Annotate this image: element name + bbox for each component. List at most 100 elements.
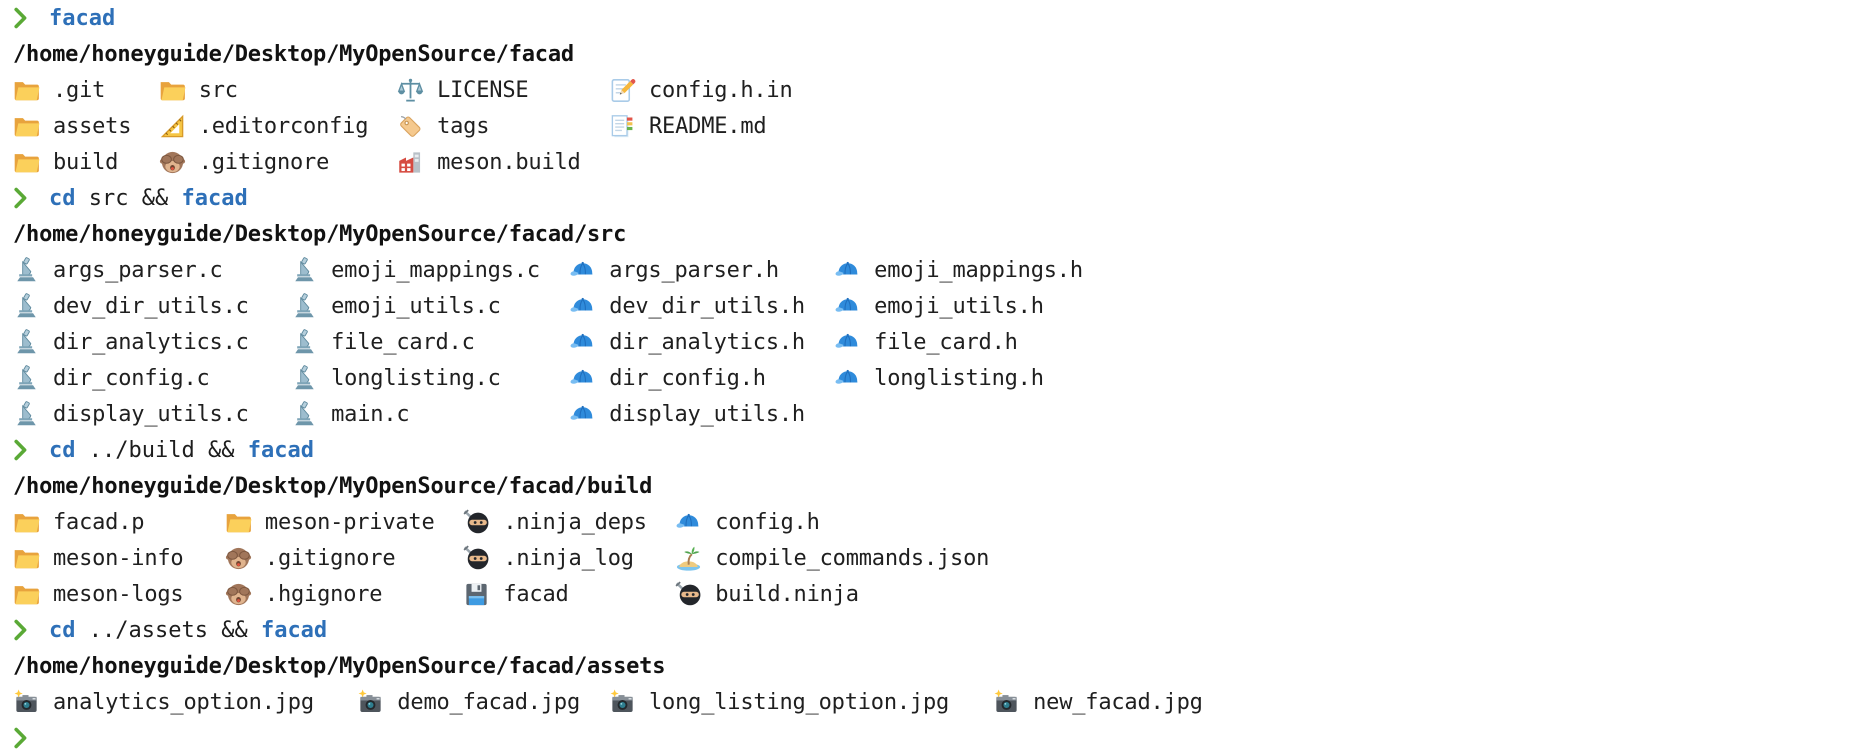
prompt-line: cd ../assets && facad (13, 612, 1874, 648)
file-name: analytics_option.jpg (53, 689, 314, 715)
microscope-icon (291, 257, 331, 284)
argument-token: ../assets (75, 617, 208, 643)
command-token: cd (49, 617, 76, 643)
file-name: config.h (715, 509, 820, 535)
file-name: dir_analytics.h (609, 329, 805, 355)
ninja-icon (675, 581, 715, 608)
billed-cap-icon (834, 257, 874, 284)
camera-flash-icon (609, 689, 649, 716)
file-name: .ninja_log (503, 545, 634, 571)
ninja-icon (463, 509, 503, 536)
billed-cap-icon (834, 329, 874, 356)
file-name: .gitignore (198, 149, 330, 175)
microscope-icon (13, 257, 53, 284)
file-name: meson-logs (53, 581, 184, 607)
bookmark-tabs-icon (609, 113, 649, 140)
argument-token: && (128, 185, 169, 211)
file-name: assets (53, 113, 132, 139)
prompt-chevron-icon (13, 7, 49, 29)
file-name: tags (437, 113, 490, 139)
file-name: new_facad.jpg (1033, 689, 1203, 715)
file-entry: .ninja_deps (463, 509, 675, 536)
file-name: dir_config.h (609, 365, 766, 391)
file-entry: new_facad.jpg (993, 689, 1205, 716)
command-token: cd (49, 185, 76, 211)
prompt-line: facad (13, 0, 1874, 36)
open-folder-icon (225, 509, 265, 536)
file-listing-row-facad-src: dir_analytics.c file_card.c dir_analytics.… (13, 324, 1874, 360)
argument-token: && (207, 617, 248, 643)
desert-island-icon (675, 545, 715, 572)
file-entry: main.c (291, 401, 569, 428)
file-entry: meson.build (397, 149, 609, 176)
microscope-icon (13, 329, 53, 356)
factory-icon (397, 149, 437, 176)
command-token: facad (234, 437, 314, 463)
camera-flash-icon (993, 689, 1033, 716)
file-name: main.c (331, 401, 410, 427)
file-name: emoji_mappings.c (331, 257, 540, 283)
file-entry: .gitignore (225, 545, 463, 572)
prompt-line (13, 720, 1874, 756)
open-folder-icon (159, 77, 199, 104)
file-entry: src (159, 77, 397, 104)
file-entry: longlisting.c (291, 365, 569, 392)
file-name: README.md (649, 113, 767, 139)
file-entry: LICENSE (397, 77, 609, 104)
file-entry: dir_config.h (569, 365, 834, 392)
file-entry: args_parser.h (569, 257, 834, 284)
file-entry: .gitignore (159, 149, 397, 176)
file-name: .gitignore (264, 545, 396, 571)
billed-cap-icon (569, 257, 609, 284)
file-entry: dev_dir_utils.h (569, 293, 834, 320)
file-entry: display_utils.c (13, 401, 291, 428)
open-folder-icon (13, 545, 53, 572)
microscope-icon (13, 293, 53, 320)
billed-cap-icon (569, 365, 609, 392)
argument-token: ../build (75, 437, 195, 463)
camera-flash-icon (13, 689, 53, 716)
prompt-chevron-icon (13, 727, 49, 749)
file-listing-row-facad-src: dev_dir_utils.c emoji_utils.c dev_dir_util… (13, 288, 1874, 324)
file-entry: assets (13, 113, 159, 140)
billed-cap-icon (834, 293, 874, 320)
file-name: display_utils.c (53, 401, 249, 427)
cwd-path: /home/honeyguide/Desktop/MyOpenSource/fa… (13, 653, 666, 679)
file-name: dev_dir_utils.c (53, 293, 249, 319)
file-name: dir_analytics.c (53, 329, 249, 355)
file-entry: config.h (675, 509, 993, 536)
command-token: facad (168, 185, 248, 211)
file-entry: emoji_utils.c (291, 293, 569, 320)
file-entry: display_utils.h (569, 401, 834, 428)
see-no-evil-monkey-icon (225, 545, 265, 572)
see-no-evil-monkey-icon (159, 149, 199, 176)
file-entry: longlisting.h (834, 365, 1086, 392)
file-name: facad (503, 581, 569, 607)
file-entry: build.ninja (675, 581, 993, 608)
file-name: dir_config.c (53, 365, 210, 391)
file-entry: README.md (609, 113, 794, 140)
file-listing-row-facad-src: display_utils.c main.c display_utils.h (13, 396, 1874, 432)
file-name: emoji_utils.c (331, 293, 501, 319)
prompt-line: cd src && facad (13, 180, 1874, 216)
file-name: emoji_mappings.h (874, 257, 1083, 283)
file-name: file_card.c (331, 329, 475, 355)
file-entry: emoji_mappings.h (834, 257, 1086, 284)
file-entry: meson-logs (13, 581, 225, 608)
microscope-icon (291, 365, 331, 392)
microscope-icon (13, 365, 53, 392)
file-name: long_listing_option.jpg (649, 689, 950, 715)
file-name: src (198, 77, 238, 103)
file-name: .editorconfig (198, 113, 369, 139)
file-entry: emoji_mappings.c (291, 257, 569, 284)
argument-token: && (194, 437, 235, 463)
file-name: display_utils.h (609, 401, 805, 427)
file-entry: file_card.c (291, 329, 569, 356)
open-folder-icon (13, 113, 53, 140)
ninja-icon (463, 545, 503, 572)
